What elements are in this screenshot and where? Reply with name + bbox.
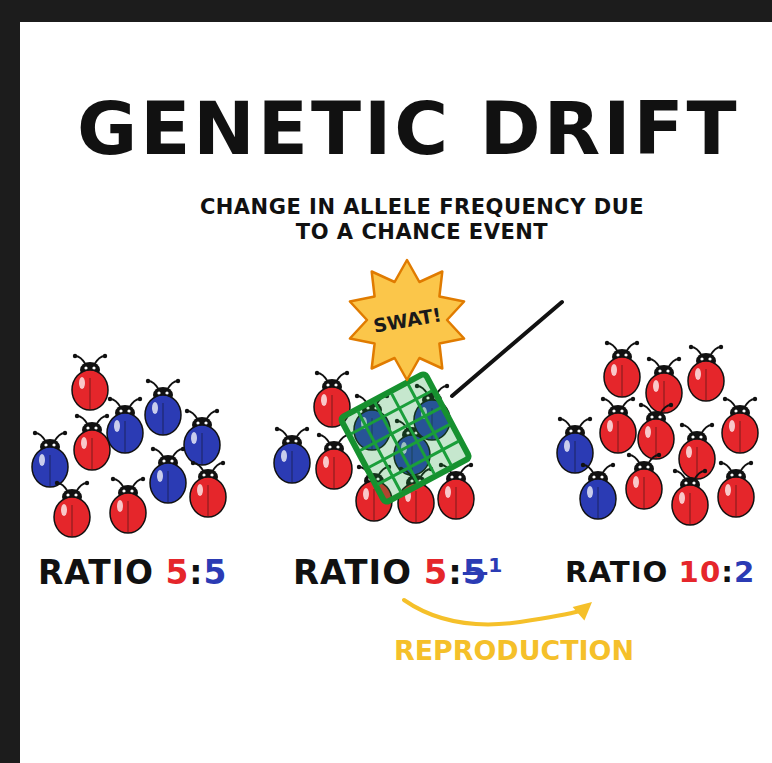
ratio-word: RATIO	[293, 553, 412, 592]
reproduction-arrow	[404, 600, 592, 624]
ratio-colon: :	[189, 553, 203, 592]
new-blue-count: 1	[488, 553, 503, 577]
red-count: 5	[165, 553, 189, 592]
blue-count: 5	[203, 553, 227, 592]
blue-ladybug	[580, 463, 616, 519]
ratio-row: RATIO 10:2	[565, 555, 755, 589]
blue-ladybug	[184, 409, 220, 465]
swat-burst	[350, 260, 464, 380]
red-ladybug	[638, 403, 674, 459]
ratio-row: RATIO 5:5	[38, 553, 227, 592]
blue-ladybug	[150, 447, 186, 503]
red-ladybug	[679, 423, 715, 479]
red-ladybug	[190, 461, 226, 517]
ratio-colon: :	[448, 553, 463, 592]
diagram-title: GENETIC DRIFT	[77, 86, 740, 171]
red-ladybug	[316, 433, 352, 489]
crossed-count: 5	[463, 553, 488, 592]
red-ladybug	[74, 414, 110, 470]
red-ladybug	[688, 345, 724, 401]
process-label: REPRODUCTION	[394, 635, 634, 666]
red-ladybug	[718, 461, 754, 517]
blue-ladybug	[145, 379, 181, 435]
red-count: 10	[679, 555, 722, 589]
red-ladybug	[54, 481, 90, 537]
red-ladybug	[646, 357, 682, 413]
red-ladybug	[672, 469, 708, 525]
ratio-word: RATIO	[38, 553, 154, 592]
blue-ladybug	[557, 417, 593, 473]
red-ladybug	[600, 397, 636, 453]
blue-ladybug	[107, 397, 143, 453]
red-ladybug	[604, 341, 640, 397]
subtitle: CHANGE IN ALLELE FREQUENCY DUE TO A CHAN…	[187, 195, 657, 245]
ratio-word: RATIO	[565, 555, 668, 589]
ratio-row: RATIO5:51	[293, 553, 503, 592]
ratio-colon: :	[721, 555, 734, 589]
red-ladybug	[72, 354, 108, 410]
red-count: 5	[424, 553, 449, 592]
blue-count: 2	[734, 555, 755, 589]
red-ladybug	[110, 477, 146, 533]
red-ladybug	[626, 453, 662, 509]
blue-ladybug	[274, 427, 310, 483]
blue-ladybug	[32, 431, 68, 487]
red-ladybug	[722, 397, 758, 453]
